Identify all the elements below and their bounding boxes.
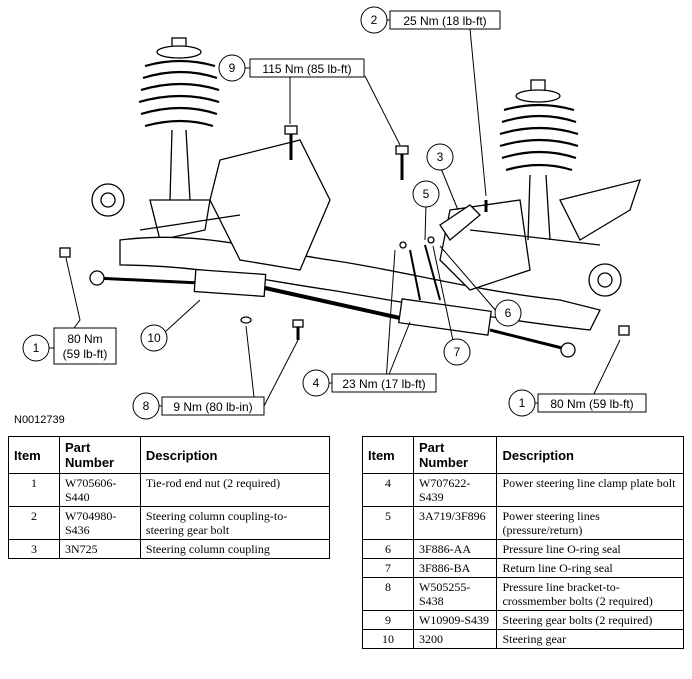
cell-description: Power steering lines (pressure/return)	[496, 506, 684, 540]
table-row: 6 3F886-AA Pressure line O-ring seal	[362, 539, 684, 559]
table-row: 5 3A719/3F896 Power steering lines (pres…	[362, 506, 684, 540]
callout-torque: 23 Nm (17 lb-ft)	[342, 377, 425, 391]
header-description: Description	[496, 436, 684, 474]
header-part-number: Part Number	[59, 436, 141, 474]
callout-torque: 115 Nm (85 lb-ft)	[262, 62, 351, 76]
cell-part-number: W505255-S438	[412, 577, 498, 611]
cell-item: 7	[362, 558, 414, 578]
cell-part-number: W707622-S439	[412, 473, 498, 507]
hardware	[59, 125, 630, 340]
right-strut-assembly	[499, 79, 641, 297]
callout-8: 8 9 Nm (80 lb-in)	[132, 392, 265, 420]
cell-description: Power steering line clamp plate bolt	[496, 473, 684, 507]
cell-item: 4	[362, 473, 414, 507]
header-item: Item	[362, 436, 414, 474]
callout-number: 8	[143, 399, 150, 413]
cell-item: 2	[8, 506, 60, 540]
cell-part-number: W704980-S436	[59, 506, 141, 540]
table-row: 3 3N725 Steering column coupling	[8, 539, 331, 559]
cell-description: Steering gear bolts (2 required)	[496, 610, 684, 630]
callout-number: 1	[519, 396, 526, 410]
leader-lines	[65, 28, 621, 407]
callout-9: 9 115 Nm (85 lb-ft)	[218, 54, 365, 82]
header-item: Item	[8, 436, 60, 474]
cell-item: 9	[362, 610, 414, 630]
table-row: 2 W704980-S436 Steering column coupling-…	[8, 506, 331, 540]
callout-3: 3	[426, 143, 454, 171]
mechanical-illustration	[59, 37, 641, 358]
table-row: 1 W705606-S440 Tie-rod end nut (2 requir…	[8, 473, 331, 507]
callout-number: 5	[423, 187, 430, 201]
callout-10: 10	[140, 324, 168, 352]
callout-6: 6	[494, 299, 522, 327]
cell-description: Pressure line bracket-to-crossmember bol…	[496, 577, 684, 611]
header-description: Description	[139, 436, 331, 474]
cell-part-number: 3200	[412, 629, 498, 649]
cell-item: 3	[8, 539, 60, 559]
cell-item: 8	[362, 577, 414, 611]
cell-part-number: 3F886-AA	[412, 539, 498, 559]
cell-description: Tie-rod end nut (2 required)	[139, 473, 331, 507]
table-row: 9 W10909-S439 Steering gear bolts (2 req…	[362, 610, 684, 630]
callout-torque: 25 Nm (18 lb-ft)	[403, 14, 486, 28]
callout-number: 4	[313, 376, 320, 390]
parts-table-right: Item Part Number Description 4 W707622-S…	[362, 436, 684, 649]
cell-description: Steering column coupling-to-steering gea…	[139, 506, 331, 540]
cell-part-number: W10909-S439	[412, 610, 498, 630]
callout-4: 4 23 Nm (17 lb-ft)	[302, 369, 437, 397]
callout-torque-nm: 80 Nm	[67, 332, 102, 346]
cell-item: 6	[362, 539, 414, 559]
callout-torque: 9 Nm (80 lb-in)	[173, 400, 252, 414]
steering-rack	[89, 204, 576, 358]
figure-id: N0012739	[14, 414, 65, 426]
callout-torque-lbft: (59 lb-ft)	[63, 347, 108, 361]
cell-description: Steering column coupling	[139, 539, 331, 559]
callout-1-right: 1 80 Nm (59 lb-ft)	[508, 389, 647, 417]
cell-item: 1	[8, 473, 60, 507]
steering-gear-diagram: 1 80 Nm (59 lb-ft) 1 80 Nm (59 lb-ft) 2 …	[22, 6, 647, 420]
table-header-row: Item Part Number Description	[362, 436, 684, 474]
callout-number: 3	[437, 150, 444, 164]
cell-part-number: 3F886-BA	[412, 558, 498, 578]
callout-torque: 80 Nm (59 lb-ft)	[550, 397, 633, 411]
cell-description: Steering gear	[496, 629, 684, 649]
callout-number: 10	[147, 331, 161, 345]
cell-description: Return line O-ring seal	[496, 558, 684, 578]
callout-1-left: 1 80 Nm (59 lb-ft)	[22, 327, 117, 365]
callout-number: 2	[371, 13, 378, 27]
callout-number: 1	[33, 341, 40, 355]
cell-part-number: 3N725	[59, 539, 141, 559]
table-row: 10 3200 Steering gear	[362, 629, 684, 649]
cell-item: 5	[362, 506, 414, 540]
table-row: 4 W707622-S439 Power steering line clamp…	[362, 473, 684, 507]
callout-7: 7	[443, 338, 471, 366]
callout-5: 5	[412, 180, 440, 208]
left-strut-assembly	[91, 37, 220, 241]
parts-table-left: Item Part Number Description 1 W705606-S…	[8, 436, 331, 559]
cell-item: 10	[362, 629, 414, 649]
callout-number: 9	[229, 61, 236, 75]
cell-part-number: W705606-S440	[59, 473, 141, 507]
callout-number: 6	[505, 306, 512, 320]
cell-part-number: 3A719/3F896	[412, 506, 498, 540]
callout-2: 2 25 Nm (18 lb-ft)	[360, 6, 501, 34]
table-row: 8 W505255-S438 Pressure line bracket-to-…	[362, 577, 684, 611]
cell-description: Pressure line O-ring seal	[496, 539, 684, 559]
table-row: 7 3F886-BA Return line O-ring seal	[362, 558, 684, 578]
callout-number: 7	[454, 345, 461, 359]
table-header-row: Item Part Number Description	[8, 436, 331, 474]
header-part-number: Part Number	[412, 436, 498, 474]
